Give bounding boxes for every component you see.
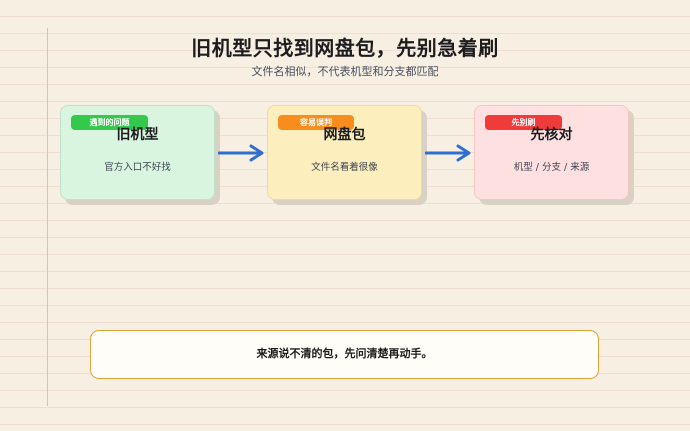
step-tag-misjudge: 容易误判 [278, 115, 354, 130]
step-card-verify: 先别刷 先核对 机型 / 分支 / 来源 [474, 105, 629, 200]
step-tag-dont-flash: 先别刷 [485, 115, 562, 130]
flow-arrow-icon [218, 144, 264, 162]
notebook-margin-line [47, 28, 48, 406]
flow-arrow-icon [425, 144, 471, 162]
step-desc-netdisk-package: 文件名看着很像 [311, 162, 378, 173]
note-box: 来源说不清的包，先问清楚再动手。 [90, 330, 599, 379]
step-title-old-model: 旧机型 [116, 127, 159, 143]
step-desc-old-model: 官方入口不好找 [104, 162, 171, 173]
page-subtitle: 文件名相似，不代表机型和分支都匹配 [251, 65, 439, 78]
step-tag-problem: 遇到的问题 [71, 115, 148, 130]
step-card-misjudge: 容易误判 网盘包 文件名看着很像 [267, 105, 422, 200]
step-card-problem: 遇到的问题 旧机型 官方入口不好找 [60, 105, 215, 200]
page-title: 旧机型只找到网盘包，先别急着刷 [191, 36, 499, 60]
step-title-verify-first: 先核对 [530, 127, 573, 143]
step-title-netdisk-package: 网盘包 [323, 127, 366, 143]
step-desc-verify-items: 机型 / 分支 / 来源 [513, 162, 590, 173]
